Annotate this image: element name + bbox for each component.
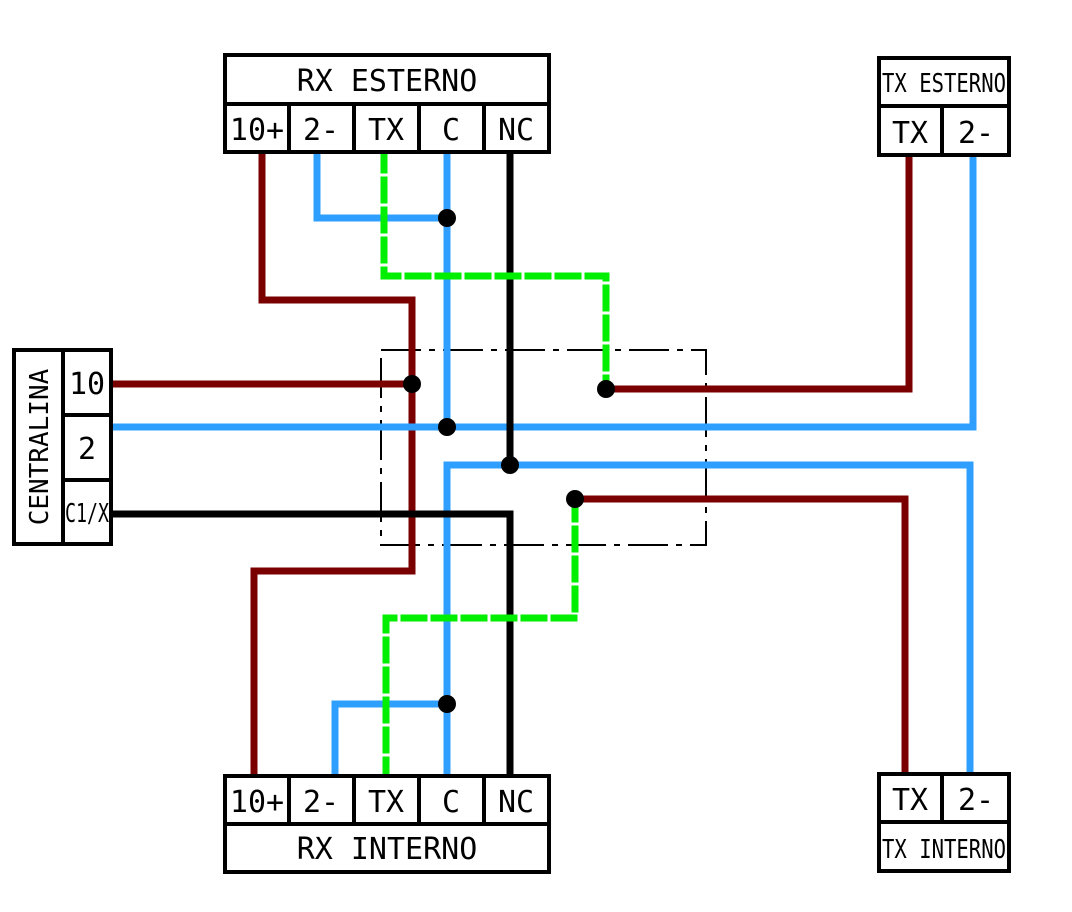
wire-common-centralina (108, 510, 514, 780)
centralina-terminal-c1x: C1/X (65, 499, 109, 529)
rx-esterno-terminal-2minus: 2- (303, 113, 339, 148)
rx-interno-block: 10+ 2- TX C NC RX INTERNO (223, 774, 551, 874)
wire-tx-rx-interno (382, 495, 579, 780)
rx-esterno-block: RX ESTERNO 10+ 2- TX C NC (223, 53, 551, 154)
tx-esterno-block: TX ESTERNO TX 2- (877, 56, 1011, 157)
junction-node (438, 695, 456, 713)
rx-esterno-title: RX ESTERNO (297, 64, 478, 99)
tx-interno-title: TX INTERNO (882, 835, 1006, 865)
junction-node (438, 209, 456, 227)
rx-interno-terminal-10plus: 10+ (230, 785, 284, 820)
tx-interno-terminal-2minus: 2- (958, 783, 994, 818)
tx-interno-terminal-tx: TX (892, 783, 928, 818)
rx-interno-terminal-2minus: 2- (303, 785, 339, 820)
wire-negative-centralina (108, 148, 977, 431)
rx-interno-terminal-tx: TX (368, 785, 404, 820)
tx-esterno-terminal-2minus: 2- (958, 116, 994, 151)
wire-positive-rx-esterno (250, 146, 416, 780)
wire-tx-rx-esterno (380, 146, 610, 393)
wire-tx-interno-tx (571, 495, 909, 778)
wire-negative-rx-interno (331, 700, 451, 780)
rx-interno-terminal-nc: NC (498, 785, 534, 820)
junction-node (566, 490, 584, 508)
rx-interno-terminal-c: C (442, 785, 460, 820)
junction-node (597, 380, 615, 398)
tx-esterno-title: TX ESTERNO (882, 69, 1006, 99)
rx-esterno-terminal-c: C (442, 113, 460, 148)
junction-node (438, 418, 456, 436)
rx-esterno-terminal-nc: NC (498, 113, 534, 148)
centralina-terminal-2: 2 (78, 432, 96, 467)
junction-node (403, 375, 421, 393)
rx-esterno-terminal-10plus: 10+ (230, 113, 284, 148)
wire-tx-esterno-tx (602, 148, 913, 393)
rx-interno-title: RX INTERNO (297, 832, 478, 867)
junction-box (380, 349, 707, 546)
centralina-block: CENTRALINA 10 2 C1/X (12, 348, 113, 546)
rx-esterno-terminal-tx: TX (368, 113, 404, 148)
junction-node (501, 456, 519, 474)
tx-esterno-terminal-tx: TX (892, 116, 928, 151)
centralina-terminal-10: 10 (69, 367, 105, 402)
wire-negative-rx-esterno (313, 146, 451, 431)
centralina-title: CENTRALINA (25, 368, 55, 525)
tx-interno-block: TX 2- TX INTERNO (877, 772, 1011, 873)
